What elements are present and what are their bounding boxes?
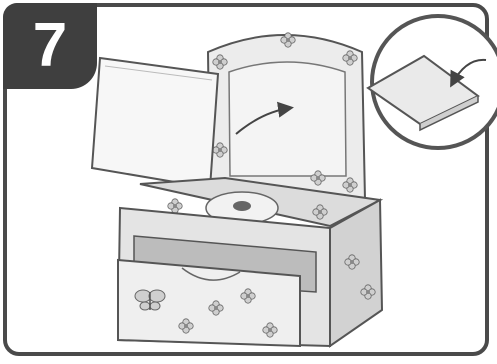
magnifier-circle (368, 16, 497, 148)
step-number: 7 (33, 15, 67, 77)
mirror-sheet (92, 58, 218, 188)
flower-icon (168, 199, 182, 213)
mirror-panel (229, 62, 346, 176)
step-badge: 7 (3, 3, 97, 89)
